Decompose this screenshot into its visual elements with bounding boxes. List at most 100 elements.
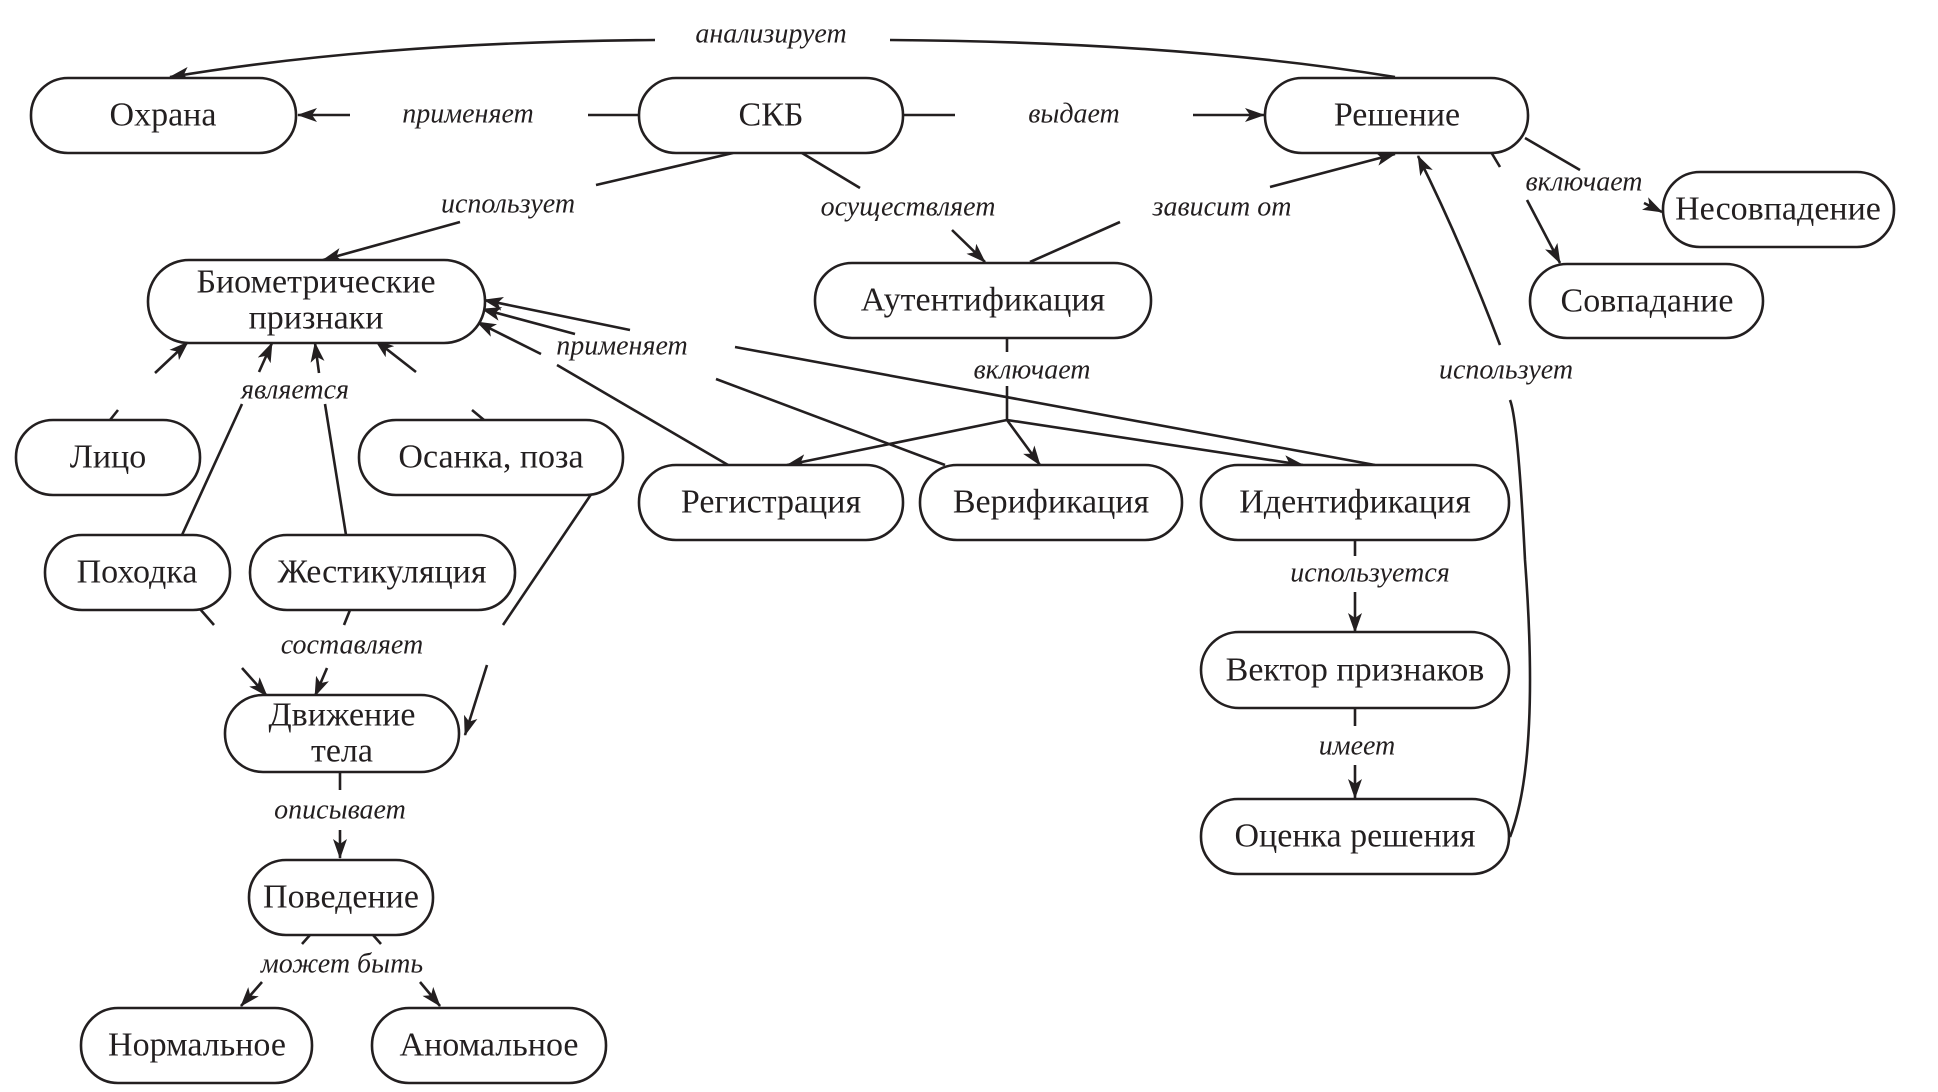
edge-label-sostavlyaet: составляет <box>281 630 423 661</box>
edge-label-osushchestvlyaet: осуществляет <box>821 192 996 223</box>
node-label: Аномальное <box>400 1027 579 1064</box>
edge-label-analiziruet: анализирует <box>695 19 846 50</box>
node-label: Совпадание <box>1561 283 1734 320</box>
edge-yavlyaetsya-pokhodka-b <box>257 342 274 373</box>
edge-ispolzuet-right-b <box>1416 155 1502 346</box>
edge-label-ispolzuet-left: использует <box>441 189 575 220</box>
edge-yavlyaetsya-litso-a <box>108 409 120 421</box>
node-osanka[interactable]: Осанка, поза <box>357 418 625 497</box>
edge-yavlyaetsya-pokhodka-a <box>180 403 244 536</box>
edge-vklyuchaet-right-c <box>1525 199 1562 264</box>
node-normalnoe[interactable]: Нормальное <box>79 1006 314 1085</box>
node-label: Осанка, поза <box>398 439 583 476</box>
node-label: Нормальное <box>108 1027 286 1064</box>
node-anomalnoe[interactable]: Аномальное <box>370 1006 608 1085</box>
edge-vklyuchaet-right-a <box>1524 136 1581 172</box>
node-registration[interactable]: Регистрация <box>637 463 905 542</box>
node-label: Аутентификация <box>861 282 1106 319</box>
node-label: Жестикуляция <box>278 554 487 591</box>
edge-sostavlyaet-osanka-a <box>501 492 594 626</box>
node-sovpadenie[interactable]: Совпадание <box>1528 262 1765 340</box>
edge-ispolzuet-left-a <box>595 151 734 187</box>
node-label: Лицо <box>70 439 146 476</box>
node-label: Оценка решения <box>1234 818 1475 855</box>
edge-label-primenyaet-top: применяет <box>402 99 533 130</box>
node-verification[interactable]: Верификация <box>918 463 1184 542</box>
edge-yavlyaetsya-osanka-a <box>471 409 485 421</box>
edge-osushchestvlyaet-b <box>951 229 986 263</box>
edge-mozhet-byt-anomal <box>419 981 441 1007</box>
edge-sostavlyaet-pokhodka-a <box>199 608 215 626</box>
node-label-line2: признаки <box>249 300 384 337</box>
node-label-line2: тела <box>311 733 373 770</box>
edge-label-mozhet-byt: может быть <box>260 949 423 980</box>
node-label-line1: Биометрические <box>196 264 435 301</box>
edge-analiziruet-right <box>889 38 1396 79</box>
edge-primenyaet-ident-a <box>734 345 1376 467</box>
edge-vklyuchaet-right-b <box>1489 151 1502 168</box>
node-okhrana[interactable]: Охрана <box>29 76 298 155</box>
edge-sostavlyaet-zhest-a <box>342 609 352 626</box>
node-povedenie[interactable]: Поведение <box>247 858 435 937</box>
edges: анализирует применяет выдает использует … <box>108 19 1663 1007</box>
edge-label-vklyuchaet-mid: включает <box>973 355 1090 386</box>
edge-label-vydaet: выдает <box>1028 99 1120 130</box>
node-label: Идентификация <box>1239 484 1471 521</box>
node-pokhodka[interactable]: Походка <box>43 533 232 612</box>
node-label: Решение <box>1334 97 1460 134</box>
edge-sostavlyaet-zhest-b <box>313 667 329 697</box>
edge-ispolzuet-left-b <box>322 220 461 262</box>
node-label: Охрана <box>110 97 217 134</box>
edge-yavlyaetsya-osanka-b <box>374 338 417 374</box>
edge-yavlyaetsya-zhest-a <box>323 403 348 536</box>
node-label: Вектор признаков <box>1226 652 1485 689</box>
node-auth[interactable]: Аутентификация <box>813 261 1153 340</box>
node-vektor[interactable]: Вектор признаков <box>1199 630 1511 710</box>
edge-vklyuchaet-mid-ver <box>1005 419 1042 466</box>
nodes: Охрана СКБ Решение Несовпадение Совпадан… <box>14 76 1896 1085</box>
edge-sostavlyaet-osanka-b <box>463 664 489 736</box>
node-label: Походка <box>77 554 198 591</box>
edge-primenyaet-ver-a <box>715 377 946 467</box>
edge-label-imeet: имеет <box>1319 731 1396 762</box>
node-label: СКБ <box>739 97 804 134</box>
node-identification[interactable]: Идентификация <box>1199 463 1511 542</box>
edge-zavisit-ot-a <box>1029 220 1121 264</box>
node-skb[interactable]: СКБ <box>637 76 905 155</box>
edge-primenyaet-ident-b <box>483 296 631 332</box>
edge-osushchestvlyaet-a <box>801 151 861 190</box>
edge-yavlyaetsya-litso-b <box>154 341 189 374</box>
edge-primenyaet-reg-a <box>556 363 729 467</box>
edge-label-ispolzuet-right: использует <box>1439 355 1573 386</box>
node-otsenka[interactable]: Оценка решения <box>1199 797 1511 876</box>
edge-vklyuchaet-mid-ident <box>1006 418 1304 470</box>
node-dvizhenie[interactable]: Движение тела <box>223 693 461 774</box>
edge-primenyaet-ver-b <box>481 307 576 336</box>
node-label: Поведение <box>263 879 419 916</box>
edge-primenyaet-reg-b <box>476 320 542 356</box>
edge-label-ispolzuetsya: используется <box>1290 558 1450 589</box>
edge-label-primenyaet-mid: применяет <box>556 331 687 362</box>
node-nesovpadenie[interactable]: Несовпадение <box>1661 170 1896 249</box>
edge-zavisit-ot-b <box>1269 152 1396 189</box>
edge-label-yavlyaetsya: является <box>240 375 349 406</box>
node-biometric[interactable]: Биометрические признаки <box>146 258 487 345</box>
node-reshenie[interactable]: Решение <box>1263 76 1530 155</box>
node-litso[interactable]: Лицо <box>14 418 202 497</box>
node-zhestikulyatsiya[interactable]: Жестикуляция <box>248 533 517 612</box>
node-label: Верификация <box>953 484 1150 521</box>
node-label-line1: Движение <box>268 697 415 734</box>
edge-mozhet-byt-a <box>301 934 311 945</box>
edge-analiziruet-left <box>169 38 656 81</box>
edge-label-opisyvaet: описывает <box>274 795 406 826</box>
edge-vklyuchaet-right-d <box>1641 197 1663 214</box>
edge-mozhet-byt-normal <box>240 981 263 1007</box>
edge-yavlyaetsya-zhest-b <box>310 342 325 374</box>
edge-label-zavisit-ot: зависит от <box>1152 192 1292 223</box>
edge-ispolzuet-right-a <box>1508 399 1532 838</box>
node-label: Несовпадение <box>1675 191 1881 228</box>
edge-vklyuchaet-mid-reg <box>786 418 1008 469</box>
node-label: Регистрация <box>681 484 862 521</box>
edge-mozhet-byt-b <box>372 934 382 945</box>
